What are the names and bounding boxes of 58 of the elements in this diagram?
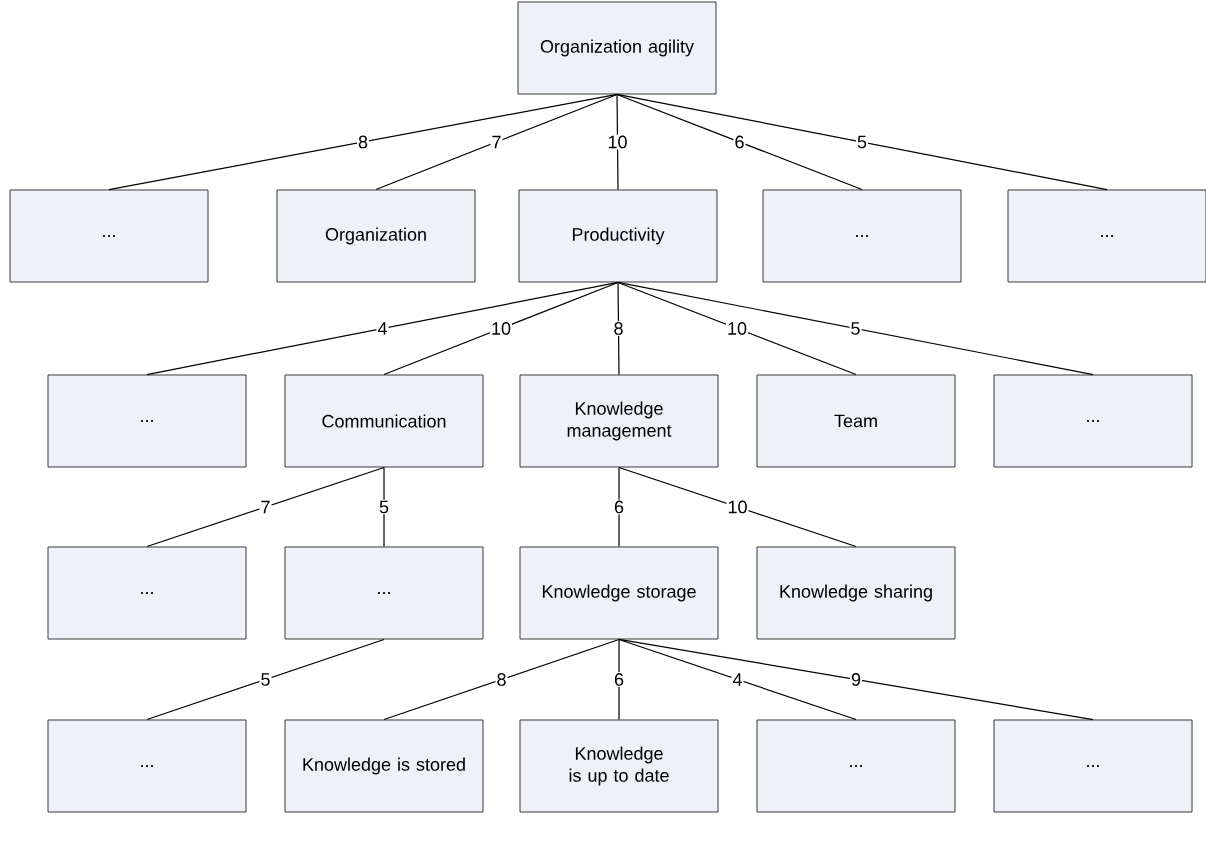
connector: [617, 281, 1094, 376]
connector: [616, 93, 619, 191]
connector: [383, 281, 619, 376]
edge-label: 6: [613, 499, 625, 515]
edge-label: 6: [733, 134, 746, 150]
connector: [618, 638, 1094, 721]
box: ...: [9, 189, 209, 283]
box: ...: [993, 374, 1193, 468]
edge-label: 8: [357, 134, 369, 150]
box: Organization agility: [517, 1, 717, 95]
box: Team: [756, 374, 956, 468]
edge-label: 4: [376, 321, 389, 336]
edge-label: 9: [850, 672, 862, 687]
connector: [618, 466, 857, 548]
connector: [618, 466, 620, 548]
edge-label: 7: [259, 499, 272, 515]
edge-label: 10: [490, 321, 512, 336]
box: Knowledge storage: [519, 546, 719, 640]
box: ...: [47, 546, 247, 640]
box: ...: [47, 719, 247, 813]
edge-label: 7: [490, 134, 503, 150]
edge-label: 5: [378, 499, 390, 515]
edge-label: 5: [856, 134, 868, 150]
connector: [616, 93, 1108, 191]
edge-label: 8: [495, 672, 508, 687]
edge-label: 10: [606, 134, 629, 150]
connector: [375, 93, 618, 191]
connector: [108, 93, 618, 191]
box: ...: [762, 189, 962, 283]
edge-label: 10: [726, 321, 748, 336]
edge-label: 8: [612, 321, 625, 336]
box: ...: [284, 546, 484, 640]
edge-label: 5: [849, 321, 862, 336]
box: Knowledge is up to date: [519, 719, 719, 813]
connector: [146, 638, 385, 721]
connector: [617, 281, 857, 376]
box: ...: [993, 719, 1193, 813]
box: Communication: [284, 374, 484, 468]
connector: [618, 638, 620, 721]
edge-label: 6: [613, 672, 625, 687]
box: Knowledge management: [519, 374, 719, 468]
box: Productivity: [518, 189, 718, 283]
edge-label: 5: [259, 672, 272, 687]
connector: [146, 466, 385, 548]
connector: [383, 466, 385, 548]
box: ...: [1007, 189, 1206, 283]
connector: [616, 93, 863, 191]
connector: [383, 638, 620, 721]
box: Knowledge sharing: [756, 546, 956, 640]
box: ...: [756, 719, 956, 813]
edge-label: 4: [731, 672, 744, 687]
box: Organization: [276, 189, 476, 283]
connector: [618, 638, 857, 721]
box: ...: [47, 374, 247, 468]
box: Knowledge is stored: [284, 719, 484, 813]
edge-label: 10: [726, 499, 749, 515]
connector: [146, 281, 619, 376]
connector: [617, 281, 620, 376]
